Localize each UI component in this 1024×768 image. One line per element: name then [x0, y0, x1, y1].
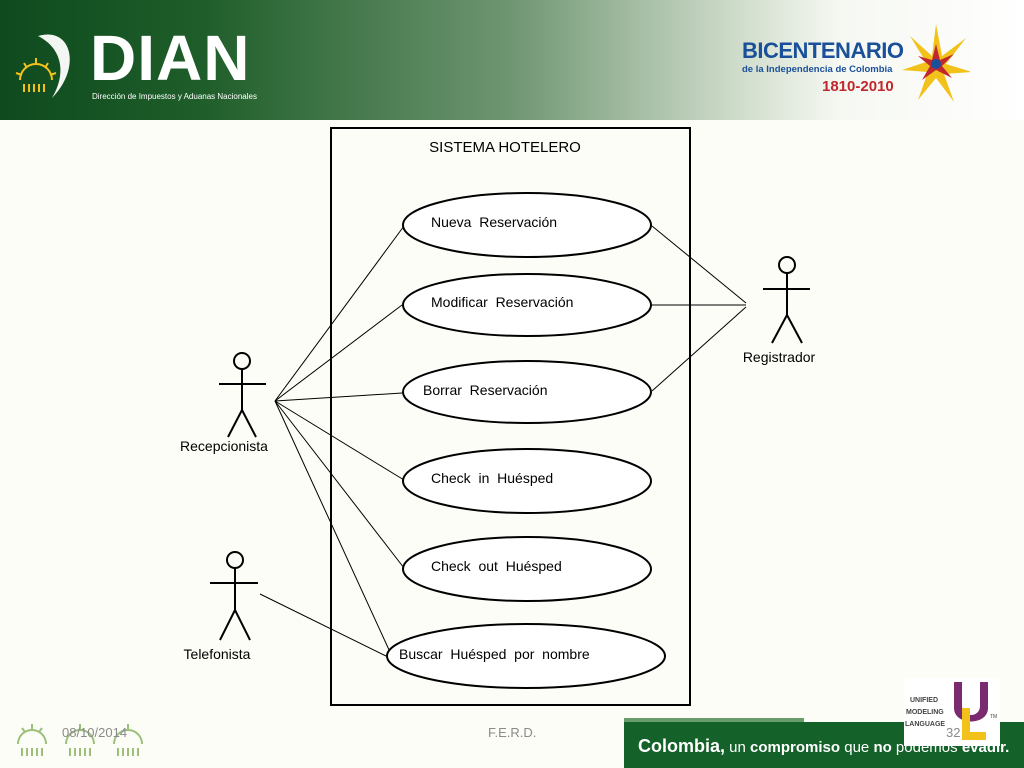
actor-label-telefonista: Telefonista [184, 646, 251, 662]
actor-recepcionista [219, 352, 266, 438]
use-case: Check out Huésped [402, 536, 652, 602]
actor-head-icon [226, 551, 244, 569]
actor-label-registrador: Registrador [743, 349, 816, 365]
footer-author: F.E.R.D. [488, 725, 537, 740]
use-case-label: Nueva Reservación [431, 214, 557, 230]
slogan-part: no [873, 739, 892, 756]
uml-l-shape [962, 708, 986, 740]
uml-logo: UNIFIED MODELING LANGUAGE TM [904, 678, 1000, 746]
footer-banner-accent [624, 718, 804, 724]
bicentenario-star-icon [902, 24, 970, 102]
system-title: SISTEMA HOTELERO [429, 139, 581, 156]
bicentenario-logo: BICENTENARIO de la Independencia de Colo… [742, 24, 972, 110]
slogan-part: compromiso [750, 739, 841, 756]
use-case-label: Borrar Reservación [423, 382, 548, 398]
bicentenario-subtitle: de la Independencia de Colombia [742, 64, 893, 75]
system-boundary [330, 127, 691, 706]
use-case-label: Modificar Reservación [431, 294, 573, 310]
dian-emblem-leaf-icon [38, 34, 70, 98]
dian-emblem-sun-icon [15, 58, 57, 92]
use-case: Borrar Reservación [402, 360, 652, 424]
use-case: Modificar Reservación [402, 273, 652, 337]
actor-label-recepcionista: Recepcionista [180, 438, 268, 454]
uml-logo-line1: UNIFIED [910, 697, 938, 704]
bicentenario-years: 1810-2010 [822, 78, 894, 95]
actor-telefonista [210, 551, 258, 641]
dian-logo [15, 34, 70, 98]
actor-head-icon [778, 256, 796, 274]
footer-page-number: 32 [946, 725, 961, 740]
use-case: Nueva Reservación [402, 192, 652, 258]
dian-logo-subtitle: Dirección de Impuestos y Aduanas Naciona… [92, 92, 257, 101]
slogan-part: que [840, 739, 874, 756]
use-case: Buscar Huésped por nombre [386, 623, 666, 689]
uml-logo-line2: MODELING [906, 709, 944, 716]
uml-logo-line3: LANGUAGE [905, 721, 945, 728]
footer-date: 08/10/2014 [62, 725, 128, 740]
actor-registrador [763, 256, 810, 344]
actor-head-icon [233, 352, 251, 370]
header-banner: DIAN Dirección de Impuestos y Aduanas Na… [0, 0, 1024, 120]
use-case-label: Check out Huésped [431, 558, 562, 574]
slogan-part: un [725, 739, 751, 756]
dian-logo-text: DIAN [90, 22, 251, 94]
footer-sun-logo-icon [17, 724, 143, 756]
use-case-label: Buscar Huésped por nombre [399, 646, 590, 662]
slogan-lead: Colombia, [638, 736, 726, 756]
use-case-label: Check in Huésped [431, 470, 553, 486]
uml-logo-tm: TM [990, 714, 997, 720]
association-lines [259, 225, 747, 657]
bicentenario-title: BICENTENARIO [742, 38, 904, 63]
use-case: Check in Huésped [402, 448, 652, 514]
